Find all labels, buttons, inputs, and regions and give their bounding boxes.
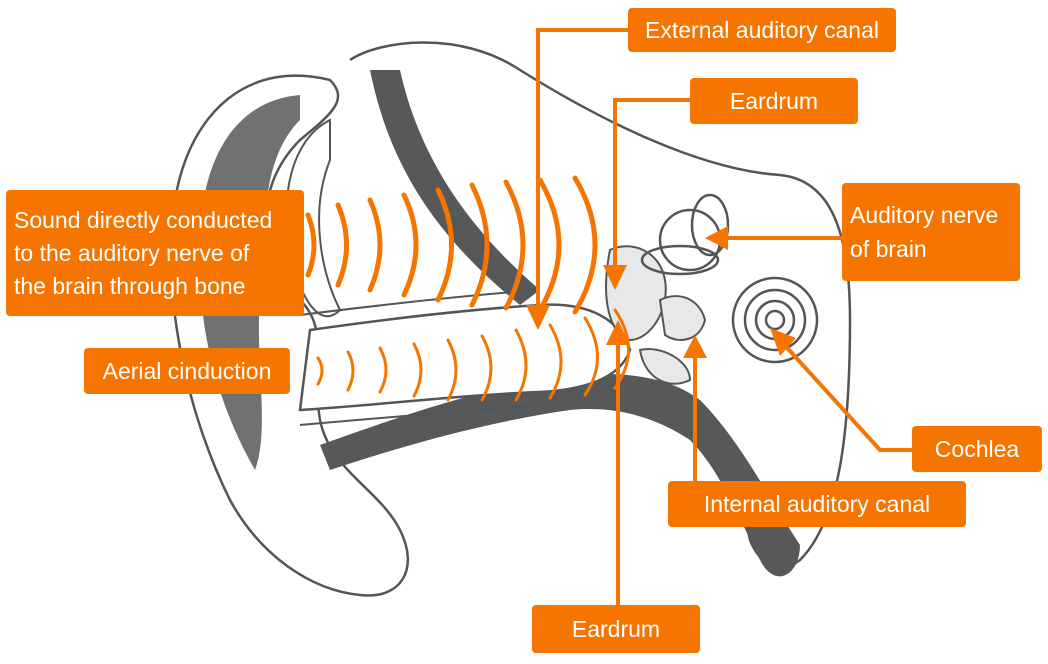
ear-canal-lower-wall [299, 404, 546, 426]
auditory-nerve-line-1: Auditory nerve [850, 202, 999, 228]
leader-lines [536, 28, 915, 610]
ossicles [605, 245, 707, 385]
bone-conduction-line-3: the brain through bone [14, 272, 246, 299]
bone-conduction-line-1: Sound directly conducted [14, 206, 273, 233]
cochlea-shape [731, 276, 819, 364]
label-external-auditory-canal: External auditory canal [628, 8, 896, 52]
bone-conduction-waves [305, 175, 598, 315]
label-cochlea: Cochlea [912, 426, 1042, 472]
label-eardrum-top: Eardrum [690, 78, 858, 124]
label-internal-auditory-canal: Internal auditory canal [668, 481, 966, 527]
label-auditory-nerve: Auditory nerve of brain [842, 183, 1020, 281]
arrow-heads [526, 226, 796, 358]
label-bone-conduction: Sound directly conducted to the auditory… [6, 190, 304, 316]
dark-bone-band [370, 70, 540, 305]
bone-conduction-line-2: to the auditory nerve of [14, 239, 250, 266]
label-eardrum-bottom: Eardrum [532, 605, 700, 653]
auditory-nerve-line-2: of brain [850, 236, 927, 262]
skull-outline [349, 41, 852, 569]
lower-dark-band [320, 374, 800, 577]
label-aerial-conduction: Aerial cinduction [84, 348, 290, 394]
